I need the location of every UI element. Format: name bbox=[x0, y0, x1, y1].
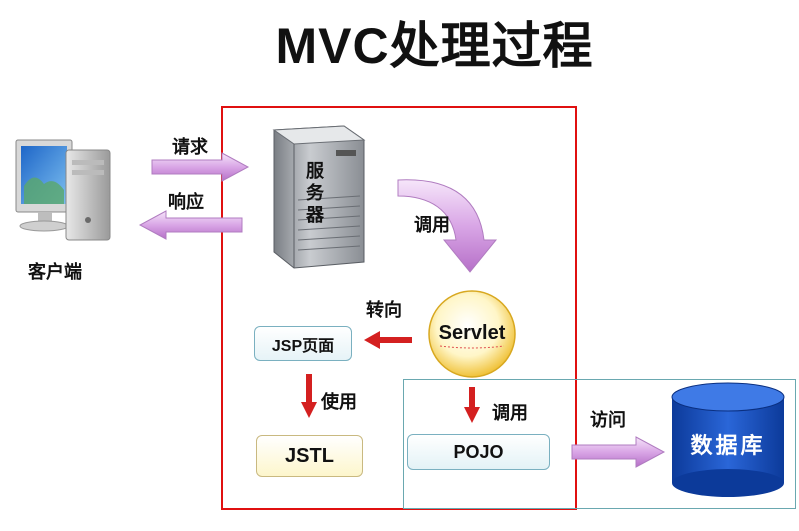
use-label: 使用 bbox=[321, 392, 357, 412]
response-label: 响应 bbox=[168, 192, 204, 212]
server-char: 务 bbox=[306, 183, 324, 203]
jsp-page-node: JSP页面 bbox=[254, 326, 352, 361]
database-icon bbox=[671, 382, 785, 497]
response-arrow bbox=[138, 210, 243, 240]
forward-arrow bbox=[364, 331, 412, 349]
servlet-label: Servlet bbox=[438, 322, 506, 344]
invoke-top-label: 调用 bbox=[414, 215, 450, 235]
client-computer-icon bbox=[15, 139, 111, 241]
request-arrow bbox=[151, 152, 250, 182]
forward-label: 转向 bbox=[366, 300, 402, 320]
invoke-bottom-label: 调用 bbox=[492, 403, 528, 423]
request-label: 请求 bbox=[172, 137, 208, 157]
diagram-title: MVC处理过程 bbox=[275, 18, 594, 74]
access-arrow bbox=[571, 436, 666, 468]
invoke-curved-arrow bbox=[397, 179, 498, 273]
server-char: 服 bbox=[306, 161, 324, 181]
jstl-node: JSTL bbox=[256, 435, 363, 477]
database-label: 数据库 bbox=[690, 433, 766, 458]
pojo-node: POJO bbox=[407, 434, 550, 470]
server-char: 器 bbox=[306, 205, 324, 225]
servlet-node bbox=[428, 290, 516, 378]
use-arrow bbox=[301, 374, 317, 418]
model-boundary-frame bbox=[403, 379, 796, 509]
server-boundary-frame bbox=[221, 106, 577, 510]
server-label: 服 务 器 bbox=[304, 160, 326, 226]
server-icon bbox=[272, 125, 366, 269]
access-label: 访问 bbox=[590, 410, 626, 430]
invoke-down-arrow bbox=[464, 387, 480, 423]
client-label: 客户端 bbox=[28, 262, 82, 282]
